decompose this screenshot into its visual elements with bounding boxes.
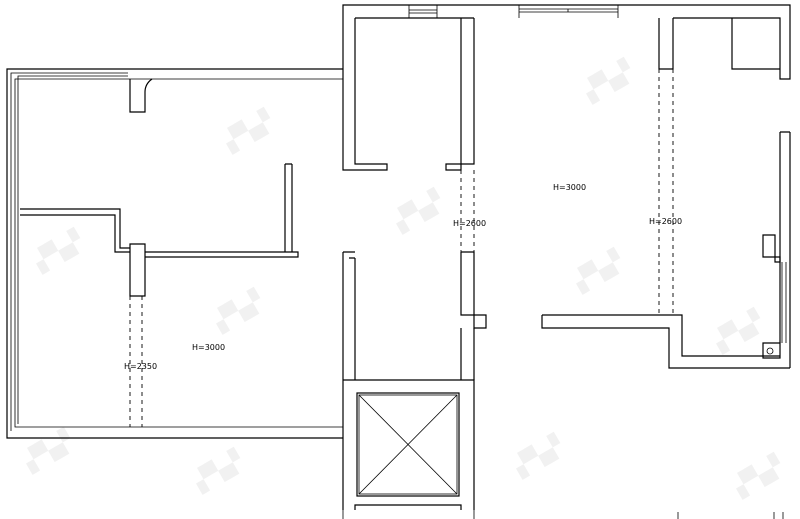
elevator-shaft (342, 379, 475, 519)
svg-text:▞▚▞: ▞▚▞ (389, 186, 448, 236)
svg-text:▞▚▞: ▞▚▞ (219, 106, 278, 156)
svg-text:▞▚▞: ▞▚▞ (29, 226, 88, 276)
svg-text:▞▚▞: ▞▚▞ (569, 246, 628, 296)
right-beam-dashed-lines (658, 69, 674, 315)
svg-text:▞▚▞: ▞▚▞ (709, 306, 768, 356)
watermark-pattern: ▞▚▞ ▞▚▞ ▞▚▞ ▞▚▞ ▞▚▞ ▞▚▞ ▞▚▞ ▞▚▞ ▞▚▞ ▞▚▞ … (19, 56, 788, 501)
corridor-beam-dashed-lines (460, 170, 475, 252)
svg-text:▞▚▞: ▞▚▞ (189, 446, 248, 496)
svg-text:▞▚▞: ▞▚▞ (209, 286, 268, 336)
left-room-height-label: H=3000 (192, 343, 225, 352)
svg-text:▞▚▞: ▞▚▞ (579, 56, 638, 106)
bottom-edge-marks (677, 512, 784, 519)
svg-text:▞▚▞: ▞▚▞ (19, 426, 78, 476)
svg-text:▞▚▞: ▞▚▞ (509, 431, 568, 481)
left-room-walls (6, 68, 343, 439)
right-room-height-label: H=3000 (553, 183, 586, 192)
left-beam-dashed-lines (129, 296, 143, 427)
svg-text:▞▚▞: ▞▚▞ (729, 451, 788, 501)
right-room-walls (541, 18, 791, 369)
left-beam-height-label: H=2350 (124, 362, 157, 371)
right-beam-height-label: H=2600 (649, 217, 682, 226)
corridor-walls (342, 4, 791, 380)
corridor-beam-height-label: H=2600 (453, 219, 486, 228)
